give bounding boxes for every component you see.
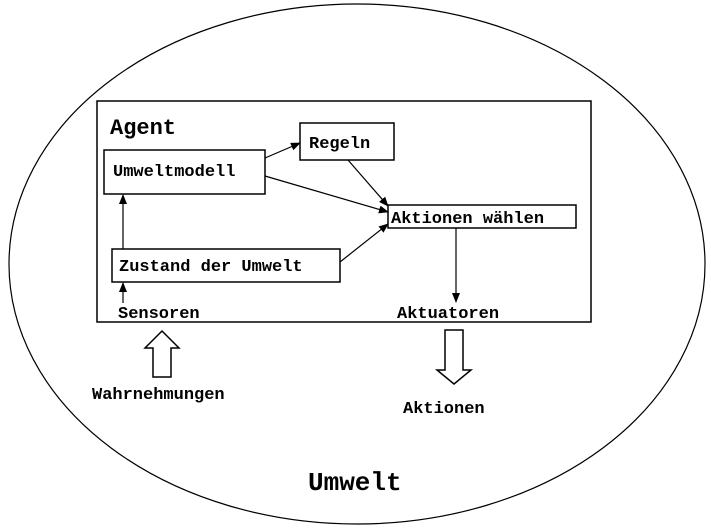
arrow-zustand-to-aktionen bbox=[339, 223, 389, 263]
aktionen-waehlen-label: Aktionen wählen bbox=[391, 210, 544, 229]
environment-label: Umwelt bbox=[308, 468, 402, 498]
perceptions-label: Wahrnehmungen bbox=[92, 386, 225, 405]
arrow-regeln-to-aktionen bbox=[347, 159, 389, 207]
sensors-label: Sensoren bbox=[118, 305, 200, 324]
agent-title: Agent bbox=[110, 116, 176, 141]
regeln-box bbox=[299, 122, 395, 161]
aktionen-waehlen-box bbox=[387, 204, 577, 229]
umweltmodell-box bbox=[103, 149, 266, 195]
zustand-label: Zustand der Umwelt bbox=[119, 258, 303, 277]
regeln-label: Regeln bbox=[309, 135, 370, 154]
action-arrow bbox=[434, 329, 474, 385]
zustand-box bbox=[111, 248, 341, 283]
actions-label: Aktionen bbox=[403, 400, 485, 419]
arrow-umweltmodell-to-regeln bbox=[264, 142, 301, 159]
actuators-label: Aktuatoren bbox=[397, 305, 499, 324]
perception-arrow bbox=[143, 329, 181, 378]
umweltmodell-label: Umweltmodell bbox=[113, 163, 235, 182]
arrow-umweltmodell-to-aktionen bbox=[264, 175, 389, 214]
